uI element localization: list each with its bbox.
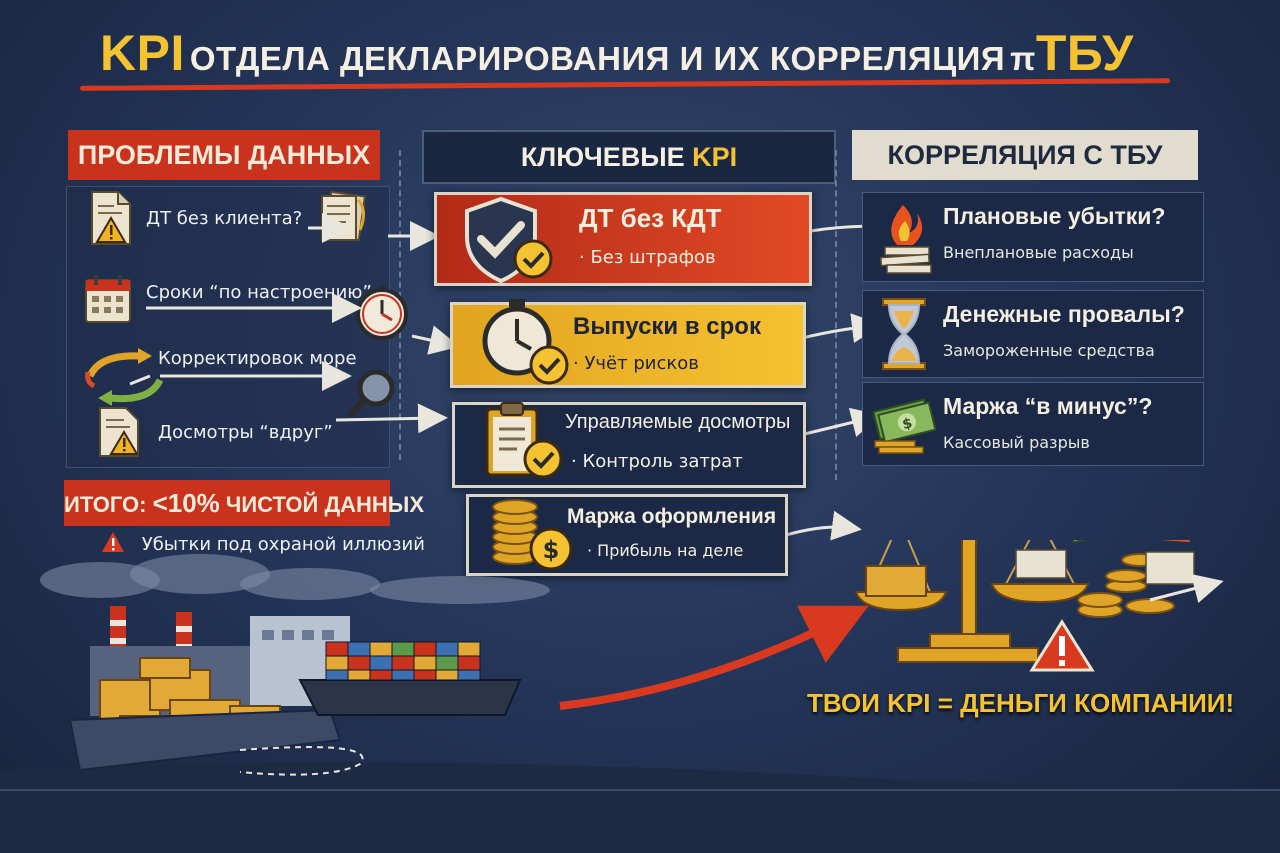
correlation-subtitle: Замороженные средства xyxy=(943,341,1155,360)
magnifier-document-icon xyxy=(94,404,148,460)
title-kpi: KPI xyxy=(100,25,185,81)
key-kpi-banner: КЛЮЧЕВЫЕ KPI xyxy=(422,130,836,184)
growth-arrow xyxy=(559,605,869,710)
kpi-title: Управляемые досмотры xyxy=(565,411,791,433)
problem-text: Сроки “по настроению” xyxy=(146,281,372,303)
document-warning-icon xyxy=(86,188,136,248)
summary-value: <10% xyxy=(152,488,220,518)
kpi-card-margin: $ Маржа оформления · Прибыль на деле xyxy=(466,494,788,576)
kpi-card-inspections: Управляемые досмотры · Контроль затрат xyxy=(452,402,806,488)
problem-item: Досмотры “вдруг” xyxy=(94,407,333,457)
correlation-subtitle: Кассовый разрыв xyxy=(943,433,1090,452)
coins-dollar-icon: $ xyxy=(485,491,581,581)
summary-suffix: ЧИСТОЙ ДАННЫХ xyxy=(219,492,424,517)
correlation-card: Денежные провалы? Замороженные средства xyxy=(862,290,1204,378)
correlation-subtitle: Внеплановые расходы xyxy=(943,243,1134,262)
column-divider xyxy=(835,150,837,480)
stopwatch-icon xyxy=(475,295,575,395)
loss-note: Убытки под охраной иллюзий xyxy=(100,530,425,555)
correlation-title: Денежные провалы? xyxy=(943,301,1185,327)
page-title: KPI ОТДЕЛА ДЕКЛАРИРОВАНИЯ И ИХ КОРРЕЛЯЦИ… xyxy=(100,24,1134,82)
scales xyxy=(854,540,1090,663)
circular-arrows-icon xyxy=(80,346,170,410)
kpi-card-no-kdt: ДТ без КДТ · Без штрафов xyxy=(434,192,812,286)
slogan: ТВОИ KPI = ДЕНЬГИ КОМПАНИИ! xyxy=(807,688,1235,718)
kpi-subtitle: · Учёт рисков xyxy=(573,353,699,374)
svg-text:$: $ xyxy=(543,536,560,564)
correlation-card: $ Маржа “в минус”? Кассовый разрыв xyxy=(862,382,1204,466)
problem-text: Досмотры “вдруг” xyxy=(158,421,333,443)
correlation-banner: КОРРЕЛЯЦИЯ С ТБУ xyxy=(852,130,1198,180)
title-mark: π xyxy=(1010,40,1036,77)
clouds xyxy=(40,554,550,604)
loss-text: Убытки под охраной иллюзий xyxy=(141,534,425,555)
kpi-subtitle: · Контроль затрат xyxy=(571,451,743,472)
arrow xyxy=(411,325,460,355)
key-kpi-banner-accent: KPI xyxy=(692,142,738,172)
shield-check-icon xyxy=(461,195,561,289)
kpi-subtitle: · Без штрафов xyxy=(579,247,716,268)
arrow xyxy=(129,376,340,384)
kpi-subtitle: · Прибыль на деле xyxy=(587,541,744,560)
kpi-card-on-time: Выпуски в срок · Учёт рисков xyxy=(450,299,806,388)
kpi-title: Маржа оформления xyxy=(567,505,777,528)
kpi-title: ДТ без КДТ xyxy=(579,203,722,233)
burning-papers-icon xyxy=(875,199,939,279)
title-middle: ОТДЕЛА ДЕКЛАРИРОВАНИЯ И ИХ КОРРЕЛЯЦИЯ xyxy=(189,40,1006,77)
correlation-title: Маржа “в минус”? xyxy=(943,393,1153,419)
correlation-card: Плановые убытки? Внеплановые расходы xyxy=(862,192,1204,282)
title-tbu: ТБУ xyxy=(1035,25,1134,81)
clipboard-check-icon xyxy=(477,399,577,493)
bottom-illustration xyxy=(0,540,1280,853)
summary-banner: ИТОГО: <10% ЧИСТОЙ ДАННЫХ xyxy=(64,480,424,526)
money-stack-icon: $ xyxy=(869,389,939,461)
arrow xyxy=(335,403,448,434)
calendar-icon xyxy=(80,272,136,328)
svg-text:$: $ xyxy=(901,415,914,433)
problem-item: Корректировок море xyxy=(158,338,357,378)
problem-text: ДТ без клиента? xyxy=(146,207,303,229)
problems-banner: ПРОБЛЕМЫ ДАННЫХ xyxy=(68,130,380,180)
cargo-ship xyxy=(298,641,522,716)
summary-prefix: ИТОГО: xyxy=(64,492,153,517)
cash-pile xyxy=(1015,540,1195,618)
problem-text: Корректировок море xyxy=(158,347,357,369)
problem-item: Сроки “по настроению” xyxy=(80,275,372,323)
hourglass-icon xyxy=(879,297,929,375)
warning-triangle-icon xyxy=(1029,619,1095,672)
arrow xyxy=(795,407,882,438)
warning-icon xyxy=(102,532,124,552)
key-kpi-banner-text: КЛЮЧЕВЫЕ xyxy=(520,142,693,172)
correlation-title: Плановые убытки? xyxy=(943,203,1166,229)
kpi-title: Выпуски в срок xyxy=(573,313,761,340)
